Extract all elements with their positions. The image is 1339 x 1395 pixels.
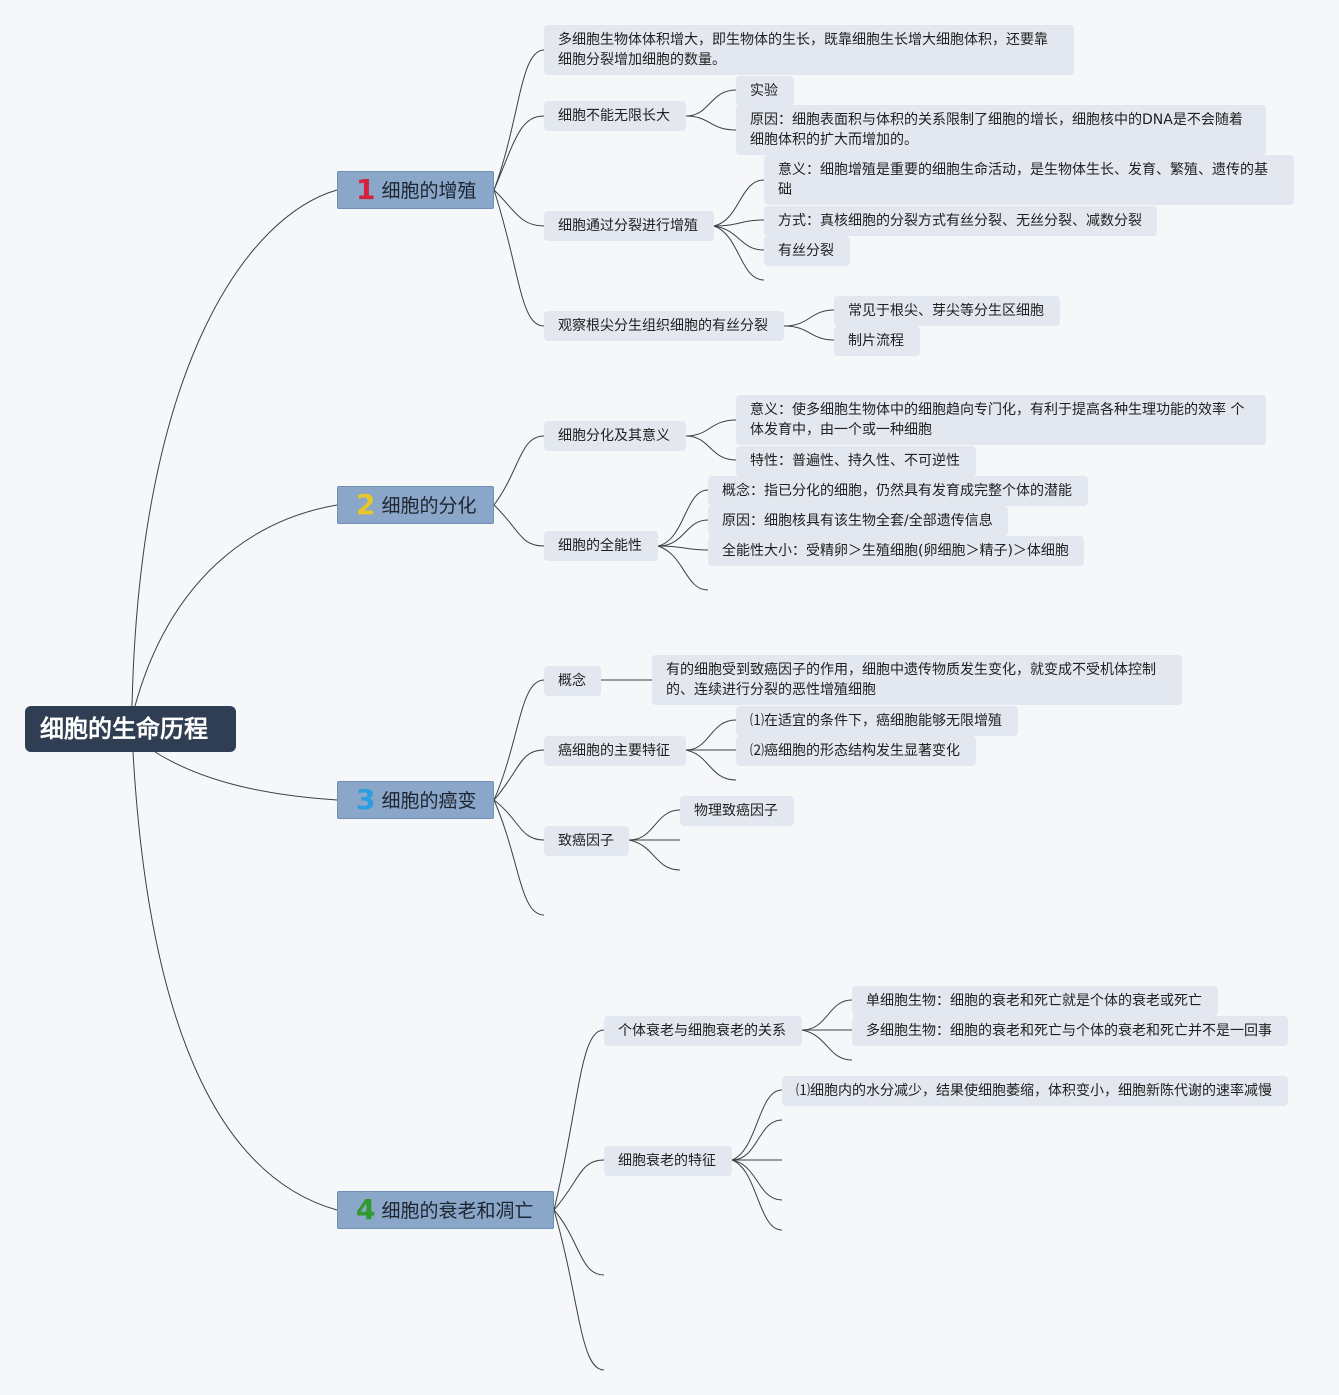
leaf-topic[interactable]: 原因：细胞核具有该生物全套/全部遗传信息 bbox=[708, 506, 1008, 536]
leaf-topic[interactable]: 实验 bbox=[736, 76, 794, 106]
subtopic[interactable]: 个体衰老与细胞衰老的关系 bbox=[604, 1016, 802, 1046]
leaf-topic[interactable]: ⑴在适宜的条件下，癌细胞能够无限增殖 bbox=[736, 706, 1018, 736]
leaf-topic[interactable]: 意义：细胞增殖是重要的细胞生命活动，是生物体生长、发育、繁殖、遗传的基础 bbox=[764, 155, 1294, 205]
branch-4-number: 4 bbox=[356, 1193, 376, 1226]
branch-4-label: 细胞的衰老和凋亡 bbox=[381, 1200, 534, 1222]
subtopic[interactable]: 细胞的全能性 bbox=[544, 531, 658, 561]
subtopic[interactable]: 细胞通过分裂进行增殖 bbox=[544, 211, 714, 241]
link-root-b4 bbox=[132, 751, 338, 1211]
leaf-topic[interactable]: 有的细胞受到致癌因子的作用，细胞中遗传物质发生变化，就变成不受机体控制的、连续进… bbox=[652, 655, 1182, 705]
link-root-b1 bbox=[131, 189, 338, 707]
branch-3-label: 细胞的癌变 bbox=[381, 790, 477, 812]
leaf-topic[interactable]: 全能性大小：受精卵＞生殖细胞(卵细胞＞精子)＞体细胞 bbox=[708, 536, 1084, 566]
link-root-b3 bbox=[154, 751, 338, 801]
leaf-topic[interactable]: 概念：指已分化的细胞，仍然具有发育成完整个体的潜能 bbox=[708, 476, 1088, 506]
leaf-topic[interactable]: ⑴细胞内的水分减少，结果使细胞萎缩，体积变小，细胞新陈代谢的速率减慢 bbox=[782, 1076, 1288, 1106]
branch-3-number: 3 bbox=[356, 783, 376, 816]
leaf-topic[interactable]: 有丝分裂 bbox=[764, 236, 850, 266]
subtopic[interactable]: 细胞不能无限长大 bbox=[544, 101, 686, 131]
subtopic[interactable]: 多细胞生物体体积增大，即生物体的生长，既靠细胞生长增大细胞体积，还要靠细胞分裂增… bbox=[544, 25, 1074, 75]
subtopic[interactable]: 癌细胞的主要特征 bbox=[544, 736, 686, 766]
branch-2-label: 细胞的分化 bbox=[381, 495, 477, 517]
leaf-topic[interactable]: 常见于根尖、芽尖等分生区细胞 bbox=[834, 296, 1060, 326]
subtopic[interactable]: 致癌因子 bbox=[544, 826, 629, 856]
leaf-topic[interactable]: 意义：使多细胞生物体中的细胞趋向专门化，有利于提高各种生理功能的效率 个体发育中… bbox=[736, 395, 1266, 445]
leaf-topic[interactable]: 多细胞生物：细胞的衰老和死亡与个体的衰老和死亡并不是一回事 bbox=[852, 1016, 1288, 1046]
branch-1-number: 1 bbox=[356, 173, 376, 206]
subtopic[interactable]: 细胞衰老的特征 bbox=[604, 1146, 732, 1176]
leaf-topic[interactable]: 制片流程 bbox=[834, 326, 920, 356]
leaf-topic[interactable]: 方式：真核细胞的分裂方式有丝分裂、无丝分裂、减数分裂 bbox=[764, 206, 1157, 236]
leaf-topic[interactable]: 特性：普遍性、持久性、不可逆性 bbox=[736, 446, 976, 476]
subtopic[interactable]: 细胞分化及其意义 bbox=[544, 421, 686, 451]
link-root-b2 bbox=[134, 504, 338, 707]
root-topic[interactable]: 细胞的生命历程 bbox=[25, 706, 236, 752]
subtopic[interactable]: 概念 bbox=[544, 666, 601, 696]
branch-1-label: 细胞的增殖 bbox=[381, 180, 477, 202]
leaf-topic[interactable]: ⑵癌细胞的形态结构发生显著变化 bbox=[736, 736, 976, 766]
leaf-topic[interactable]: 物理致癌因子 bbox=[680, 796, 794, 826]
subtopic[interactable]: 观察根尖分生组织细胞的有丝分裂 bbox=[544, 311, 784, 341]
leaf-topic[interactable]: 单细胞生物：细胞的衰老和死亡就是个体的衰老或死亡 bbox=[852, 986, 1218, 1016]
leaf-topic[interactable]: 原因：细胞表面积与体积的关系限制了细胞的增长，细胞核中的DNA是不会随着细胞体积… bbox=[736, 105, 1266, 155]
branch-2-number: 2 bbox=[356, 488, 376, 521]
